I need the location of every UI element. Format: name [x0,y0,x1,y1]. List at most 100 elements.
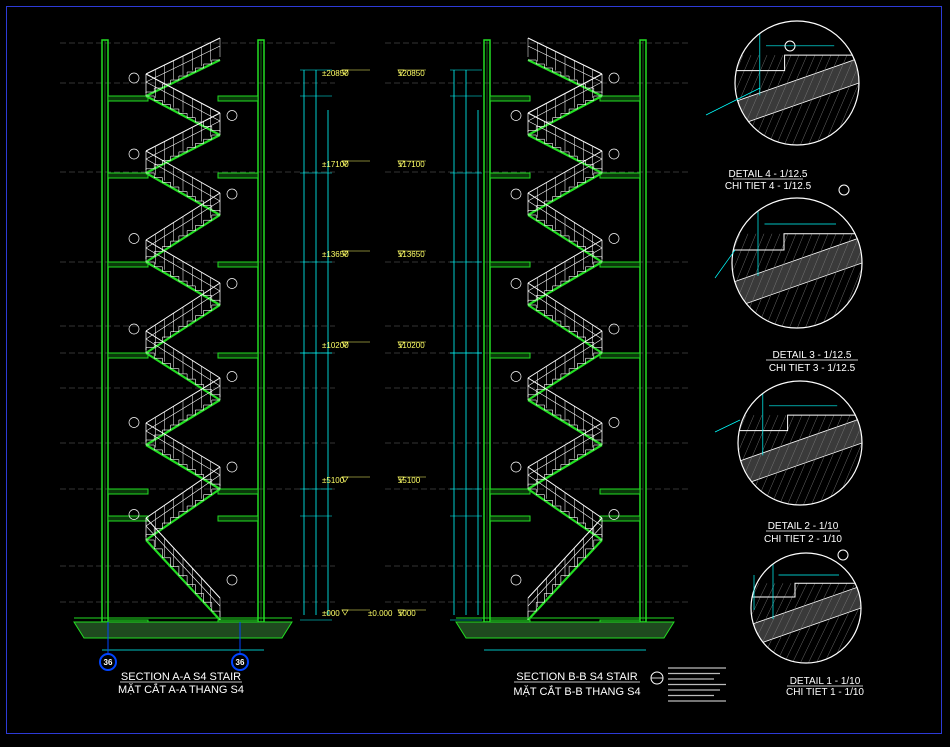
floor-slab [489,95,531,102]
floor-slab [217,95,259,102]
level-label-b-5100: ±5100 [398,476,421,485]
floor-slab [217,488,259,495]
stair-flight-slab [527,95,603,136]
section-marker-icon [510,574,522,586]
hatch-line [822,55,859,145]
hatch-line [803,233,845,328]
detail-circle-outline [731,197,863,329]
hatch-line [763,233,805,328]
detail-callouts: DETAIL 4 - 1/12.5 CHI TIET 4 - 1/12.5 DE… [652,20,864,698]
hatch-line [658,415,698,508]
floor-slab [107,95,149,102]
section-marker-icon [510,110,522,121]
hatch-line [785,415,827,505]
hatch-line [825,415,862,505]
floor-slab [107,515,149,522]
hatch-line [738,415,739,505]
foundation-footing [73,621,293,639]
hatch-line [798,55,840,145]
section-marker-icon [608,417,620,428]
hatch-line [679,55,719,148]
stair-flight-slab [145,261,221,306]
concrete-hatch [735,57,859,127]
detail-2-drawing [658,380,863,508]
stair-flight-slab [527,59,603,97]
section-marker-icon [128,148,140,160]
hatch-line [735,55,736,145]
level-label-b-17100: ±17100 [398,160,425,169]
hatch-line [774,55,816,145]
detail-3-subtitle: CHI TIET 3 - 1/12.5 [769,363,856,374]
floor-slab [489,352,531,359]
stair-flight-slab [527,304,603,354]
section-b-subtitle: MẶT CẮT B-B THANG S4 [513,685,640,698]
detail-4-marker-icon [784,40,796,52]
detail-1-marker-icon [837,549,849,561]
detail-4-drawing [655,20,860,148]
section-marker-icon [128,233,140,244]
section-marker-icon [510,188,522,200]
detail-3-title: DETAIL 3 - 1/12.5 [773,350,852,361]
hatch-line [790,583,832,663]
floor-slab [217,261,259,268]
hatch-line [822,583,861,663]
section-marker-icon [510,461,522,473]
floor-slab [599,515,641,522]
hatch-line [655,55,695,148]
stair-flight-slab [527,134,603,174]
detail-4-title: DETAIL 4 - 1/12.5 [729,169,808,180]
floor-slab [107,172,149,179]
hatch-line [703,583,743,666]
section-marker-icon [226,278,238,289]
level-label-17100: ±17100 [322,160,349,169]
level-label-b-13650: ±13650 [398,250,425,259]
detail-content [655,27,859,148]
detail-2-subtitle: CHI TIET 2 - 1/10 [764,534,842,545]
hatch-line [809,415,851,505]
hatch-line [769,415,811,505]
section-b-geometry [397,37,675,651]
hatch-line [814,583,856,663]
level-label-zero: ±0.000 [368,609,393,618]
floor-slab [599,261,641,268]
stair-flight-slab [527,214,603,263]
floor-slab [107,352,149,359]
grid-label-left: 36 [104,658,113,667]
section-b-title: SECTION B-B S4 STAIR [516,671,637,683]
section-a-title: SECTION A-A S4 STAIR [121,671,241,683]
hatch-line [793,415,835,505]
hatch-line [674,415,714,508]
hatch-line [684,234,724,332]
level-label-b-000: ±000 [398,609,416,618]
hatch-line [679,583,719,666]
hatch-line [782,583,824,663]
floor-slab [599,172,641,179]
hatch-line [695,583,735,666]
section-b-b-drawing: ±20850 ±17100 ±13650 ±10200 ±5100 ±000 S… [397,37,726,702]
floor-slab [599,95,641,102]
floor-slab [489,261,531,268]
stair-flight-slab [527,399,603,446]
stair-flight-slab [145,304,221,354]
stair-flight-slab [145,444,221,490]
stair-flight-slab [145,134,221,174]
hatch-line [777,415,819,505]
grid-bubble-right [231,653,249,671]
section-a-geometry [73,37,370,654]
detail-content [652,204,862,332]
floor-slab [599,488,641,495]
level-label-000: ±000 [322,609,340,618]
section-marker-icon [128,72,140,84]
level-marker-icon [341,609,349,616]
section-marker-icon [128,509,140,520]
stair-flight-slab [145,95,221,136]
detail-leader [714,249,736,279]
detail-1-title: DETAIL 1 - 1/10 [790,676,861,687]
hatch-line [687,55,727,148]
detail-1-drawing [679,552,862,666]
hatch-line [687,583,727,666]
hatch-line [811,233,853,328]
hatch-line [819,233,861,328]
stair-flight-slab [145,352,221,401]
hatch-line [652,234,692,332]
